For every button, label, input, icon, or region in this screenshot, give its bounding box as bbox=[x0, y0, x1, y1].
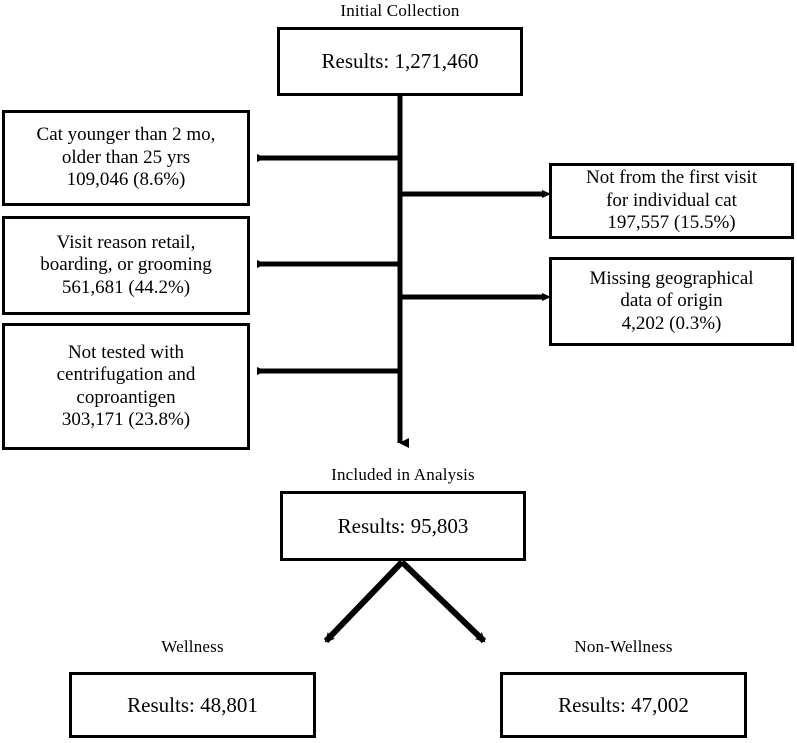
node-exclusion-right-2: Missing geographical data of origin 4,20… bbox=[549, 257, 794, 346]
node-exclusion-right-2-text: Missing geographical data of origin 4,20… bbox=[589, 267, 754, 334]
node-non-wellness-label: Results: 47,002 bbox=[558, 692, 689, 717]
node-non-wellness: Results: 47,002 bbox=[500, 672, 747, 738]
node-included-in-analysis: Results: 95,803 bbox=[280, 491, 526, 561]
node-exclusion-left-2: Visit reason retail, boarding, or groomi… bbox=[2, 216, 250, 315]
caption-included-in-analysis: Included in Analysis bbox=[331, 465, 475, 484]
node-exclusion-left-2-text: Visit reason retail, boarding, or groomi… bbox=[40, 231, 212, 298]
non-wellness-arrow bbox=[399, 559, 487, 644]
node-exclusion-right-1-text: Not from the first visit for individual … bbox=[586, 167, 757, 234]
wellness-arrow bbox=[323, 559, 405, 644]
node-exclusion-left-3: Not tested with centrifugation and copro… bbox=[2, 323, 250, 450]
right-branch-connectors bbox=[400, 190, 551, 301]
caption-wellness: Wellness bbox=[161, 637, 224, 656]
outcome-split-connectors bbox=[323, 559, 487, 644]
node-exclusion-right-1: Not from the first visit for individual … bbox=[549, 163, 794, 239]
node-initial-collection: Results: 1,271,460 bbox=[277, 27, 523, 96]
node-exclusion-left-1: Cat younger than 2 mo, older than 25 yrs… bbox=[2, 110, 250, 206]
node-initial-collection-label: Results: 1,271,460 bbox=[321, 49, 479, 74]
left-branch-connectors bbox=[257, 154, 400, 375]
caption-initial-collection: Initial Collection bbox=[340, 1, 460, 20]
node-wellness-label: Results: 48,801 bbox=[127, 692, 258, 717]
node-exclusion-left-3-text: Not tested with centrifugation and copro… bbox=[56, 341, 196, 430]
caption-non-wellness: Non-Wellness bbox=[574, 637, 673, 656]
node-exclusion-left-1-text: Cat younger than 2 mo, older than 25 yrs… bbox=[36, 124, 216, 191]
node-included-in-analysis-label: Results: 95,803 bbox=[337, 513, 469, 538]
node-wellness: Results: 48,801 bbox=[69, 672, 316, 738]
